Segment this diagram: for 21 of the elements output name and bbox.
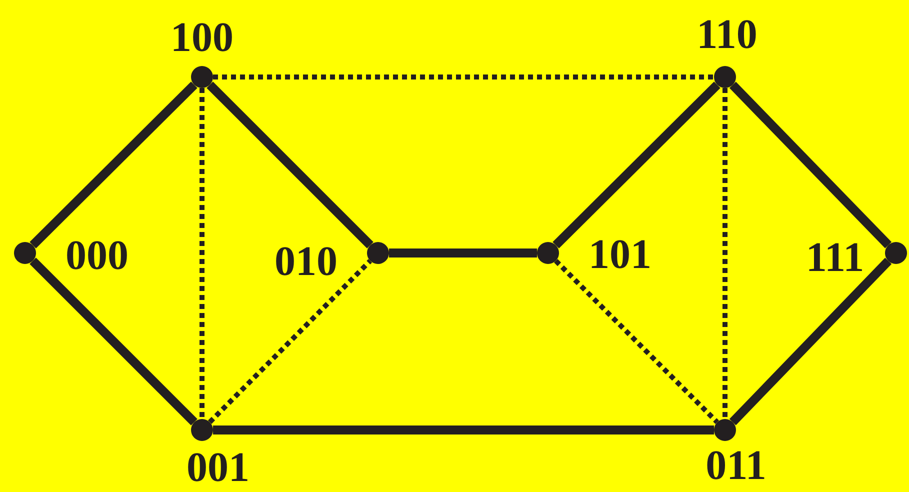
vertex-label: 011: [706, 445, 766, 487]
dotted-line: [554, 259, 719, 424]
vertex-label: 001: [186, 447, 250, 489]
vertex-label: 100: [170, 17, 234, 59]
connector-line: [729, 258, 892, 426]
vertex-label: 111: [806, 237, 864, 279]
connector-line: [30, 258, 198, 426]
vertex-label: 101: [588, 234, 652, 276]
vertex-label: 010: [274, 241, 338, 283]
vertex-label: 110: [696, 14, 758, 56]
dotted-line: [213, 74, 714, 80]
vertex-label: 000: [66, 235, 128, 277]
connector-line: [213, 426, 714, 434]
connector-line: [729, 82, 892, 248]
connector-line: [552, 82, 720, 248]
connector-line: [30, 82, 198, 248]
connector-line: [389, 248, 537, 258]
dotted-line: [722, 88, 728, 419]
connector-line: [206, 82, 374, 248]
dotted-line: [208, 259, 372, 424]
dotted-line: [200, 88, 204, 419]
